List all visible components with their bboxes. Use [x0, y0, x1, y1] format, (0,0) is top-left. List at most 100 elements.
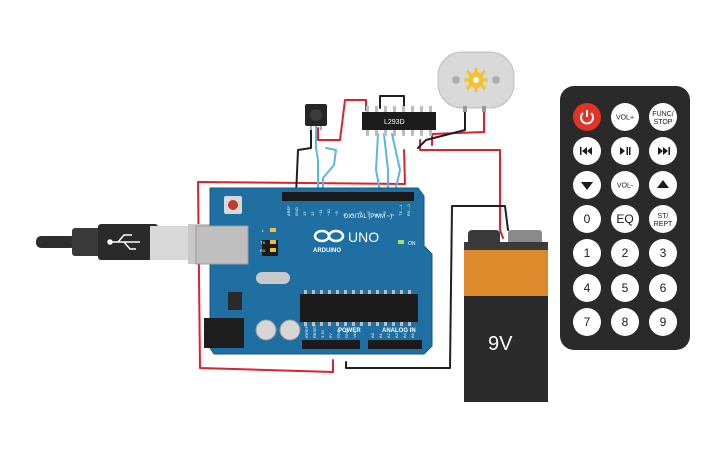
microcontroller-chip	[300, 294, 418, 322]
button-label: STOP	[654, 119, 673, 126]
remote-button-digit-1[interactable]: 1	[573, 239, 601, 267]
chip-label: L293D	[384, 119, 405, 126]
capacitor	[255, 319, 277, 341]
button-label: 6	[660, 281, 667, 295]
button-face	[611, 171, 639, 199]
remote-button-st-rept[interactable]: ST/REPT	[649, 205, 677, 233]
motor-driver-chip[interactable]: L293D	[362, 106, 436, 136]
pin-label: 13	[302, 211, 307, 216]
board-brand: ARDUINO	[313, 248, 341, 254]
button-label: 0	[584, 212, 591, 226]
button-label: VOL-	[617, 182, 634, 189]
button-face	[573, 239, 601, 267]
remote-button-eq[interactable]: EQ	[611, 205, 639, 233]
pin-label: AREF	[286, 205, 291, 216]
button-label: EQ	[616, 212, 633, 226]
button-face	[649, 239, 677, 267]
remote-button-digit-8[interactable]: 8	[611, 308, 639, 336]
pin-label: 4	[374, 213, 379, 216]
battery-label: 9V	[488, 333, 513, 355]
play-pause-icon	[620, 147, 631, 155]
button-face	[611, 205, 639, 233]
button-face	[649, 205, 677, 233]
button-face	[611, 103, 639, 131]
ir-receiver[interactable]	[305, 104, 327, 130]
led-label-tx: TX	[260, 240, 265, 245]
button-label: 3	[660, 246, 667, 260]
button-face	[611, 239, 639, 267]
remote-button-power[interactable]	[573, 103, 601, 131]
pin-label: A1	[378, 332, 383, 338]
remote-button-vol-down[interactable]: VOL-	[611, 171, 639, 199]
remote-button-down[interactable]	[573, 171, 601, 199]
pin-label: RX←0	[406, 203, 411, 216]
remote-button-digit-4[interactable]: 4	[573, 274, 601, 302]
button-face	[573, 205, 601, 233]
button-label: FUNC/	[652, 111, 673, 118]
fast-forward-icon	[658, 147, 670, 155]
remote-button-rewind[interactable]	[573, 137, 601, 165]
arduino-logo-icon	[313, 229, 345, 243]
wire-red-motor[interactable]	[431, 109, 485, 146]
button-label: 7	[584, 315, 591, 329]
pin-label: 12	[310, 211, 315, 216]
pin-label: TX→1	[398, 204, 403, 216]
button-label: 4	[584, 281, 591, 295]
remote-button-play-pause[interactable]	[611, 137, 639, 165]
battery-9v[interactable]: 9V	[464, 230, 548, 402]
remote-button-digit-3[interactable]: 3	[649, 239, 677, 267]
pin-label: A0	[370, 332, 375, 338]
capacitor	[279, 319, 301, 341]
pin-label: 7	[350, 213, 355, 216]
wire-black-sensor-gnd[interactable]	[295, 127, 312, 197]
pin-label: A3	[394, 332, 399, 338]
wire-cyan-sensor-signal[interactable]	[315, 127, 319, 197]
remote-button-func-stop[interactable]: FUNC/STOP	[649, 103, 677, 131]
wire-black-battery-gnd[interactable]	[345, 205, 509, 369]
remote-button-digit-6[interactable]: 6	[649, 274, 677, 302]
power-header	[302, 340, 360, 349]
remote-button-fast-forward[interactable]	[649, 137, 677, 165]
pin-label: ~5	[366, 211, 371, 216]
pin-label: 2	[390, 213, 395, 216]
wire-black-chip-gnd[interactable]	[379, 95, 405, 109]
wire-cyan-in1[interactable]	[375, 133, 382, 197]
wires	[197, 95, 509, 373]
power-label: POWER	[338, 328, 361, 334]
on-led-label: ON	[408, 241, 416, 247]
wire-red-5v[interactable]	[197, 149, 406, 373]
button-face	[649, 103, 677, 131]
dc-motor[interactable]	[437, 51, 515, 112]
arduino-board[interactable]: UNO ARDUINO DIGITAL (PWM ~) POWER ANALOG…	[195, 187, 433, 355]
pin-label: GND	[294, 207, 299, 216]
remote-button-digit-0[interactable]: 0	[573, 205, 601, 233]
button-label: 5	[622, 281, 629, 295]
wire-red-sensor-vcc[interactable]	[317, 99, 367, 141]
wire-red-battery[interactable]	[419, 139, 504, 239]
led-label-rx: RX	[260, 248, 266, 253]
pin-label: 5V	[328, 333, 333, 338]
remote-button-digit-2[interactable]: 2	[611, 239, 639, 267]
remote-button-up[interactable]	[649, 171, 677, 199]
remote-button-vol-up[interactable]: VOL+	[611, 103, 639, 131]
remote-button-digit-5[interactable]: 5	[611, 274, 639, 302]
button-label: ST/	[658, 213, 669, 220]
button-face	[611, 274, 639, 302]
remote-button-digit-7[interactable]: 7	[573, 308, 601, 336]
pin-label: IOREF	[304, 325, 309, 338]
analog-header	[368, 340, 422, 349]
pin-label: GND	[344, 329, 349, 338]
wire-cyan-ir-out[interactable]	[322, 147, 337, 197]
pin-label: A2	[386, 332, 391, 338]
wire-cyan-in2[interactable]	[383, 133, 389, 197]
wire-cyan-en[interactable]	[391, 133, 401, 197]
button-face	[611, 308, 639, 336]
rewind-icon	[580, 147, 592, 155]
remote-button-digit-9[interactable]: 9	[649, 308, 677, 336]
analog-label: ANALOG IN	[382, 328, 416, 334]
wire-black-motor[interactable]	[417, 109, 466, 149]
